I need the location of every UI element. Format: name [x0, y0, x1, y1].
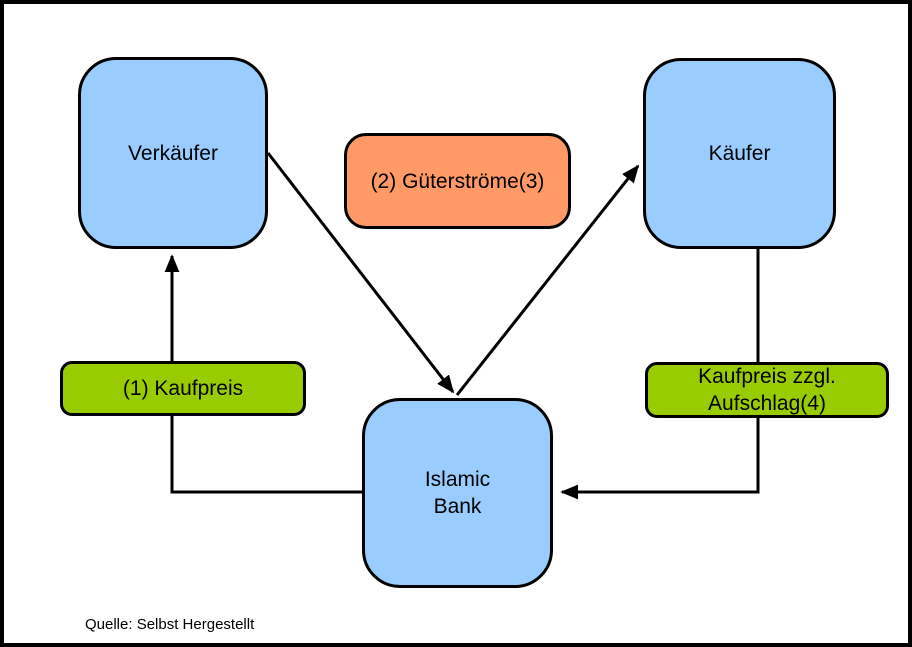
node-islamic-bank-label-line2: Bank	[433, 495, 482, 518]
node-kaeufer-label: Käufer	[708, 142, 771, 165]
node-islamic-bank-label-line1: Islamic	[424, 468, 491, 491]
arrow-verkaeufer-to-bank	[266, 152, 455, 394]
flow-label-kaufpreis-text: (1) Kaufpreis	[122, 377, 244, 400]
flow-label-kaufpreis-zzgl-aufschlag: Kaufpreis zzgl. Aufschlag(4)	[645, 362, 889, 418]
node-kaeufer: Käufer	[643, 58, 836, 249]
flow-label-kaufpreis-zzgl-line2: Aufschlag(4)	[708, 392, 826, 415]
flow-label-kaufpreis-zzgl-line1: Kaufpreis zzgl.	[698, 365, 836, 388]
node-verkaeufer: Verkäufer	[78, 57, 268, 249]
arrow-kaeufer-to-bank-payment	[560, 249, 760, 500]
arrow-bank-to-verkaeufer-payment	[164, 254, 364, 494]
source-note: Quelle: Selbst Hergestellt	[85, 616, 255, 633]
arrow-bank-to-kaeufer	[455, 164, 640, 396]
flow-label-gueterstroeme-text: (2) Güterströme(3)	[370, 169, 545, 193]
flow-label-kaufpreis: (1) Kaufpreis	[60, 361, 306, 416]
node-verkaeufer-label: Verkäufer	[128, 141, 218, 165]
flow-label-gueterstroeme: (2) Güterströme(3)	[344, 133, 571, 229]
node-islamic-bank: Islamic Bank	[362, 398, 553, 588]
node-islamic-bank-label: Islamic Bank	[425, 466, 490, 520]
